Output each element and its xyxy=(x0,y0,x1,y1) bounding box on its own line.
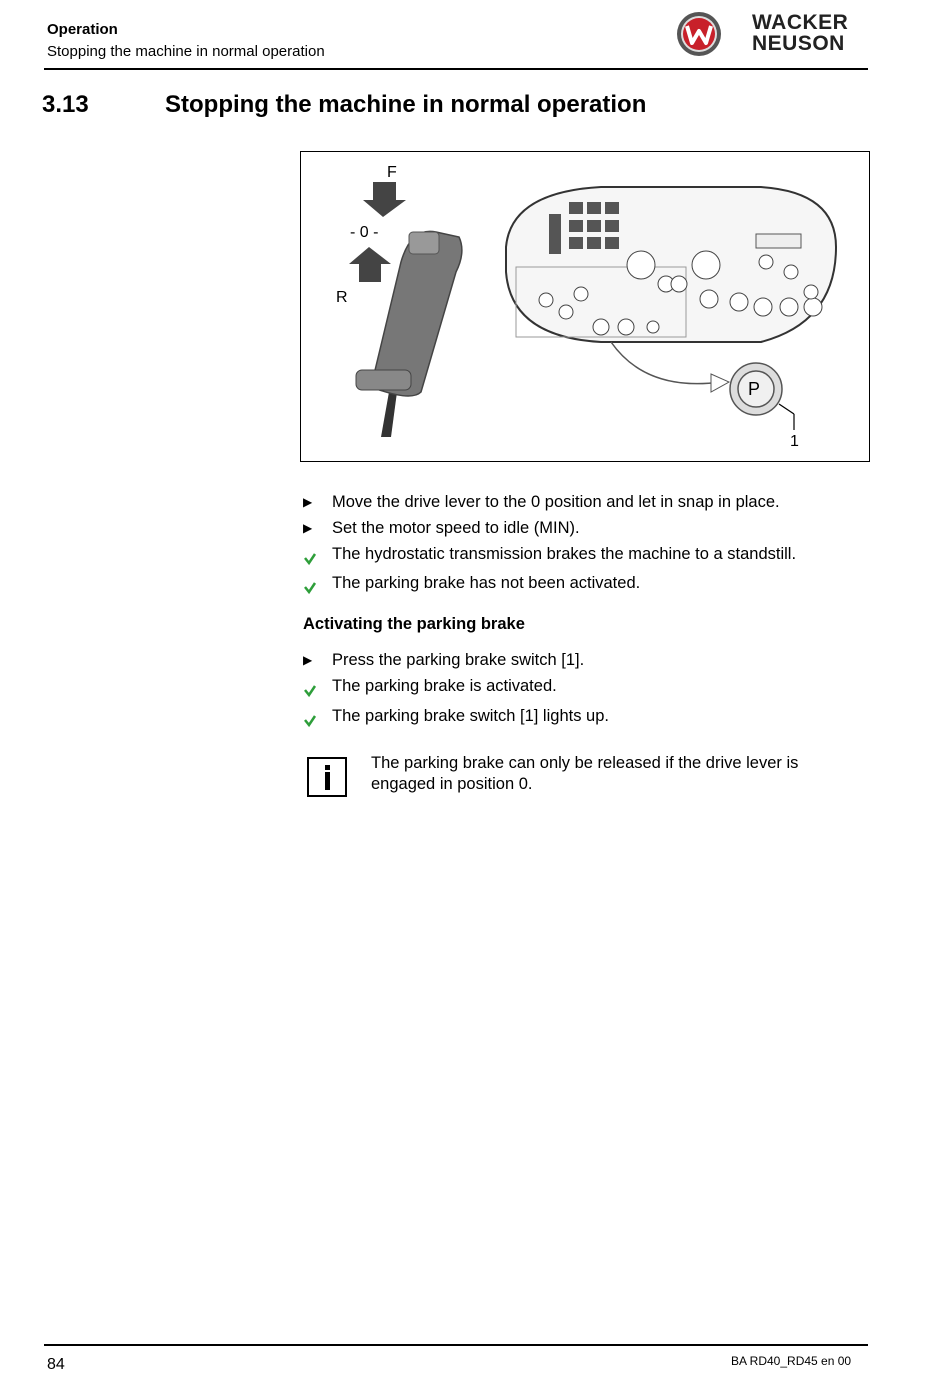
checkmark-icon xyxy=(304,553,317,566)
lever-shaft xyxy=(381,392,397,437)
action-step: ▶ Press the parking brake switch [1]. xyxy=(303,650,863,670)
checkmark-icon xyxy=(304,582,317,595)
wacker-neuson-logo-icon xyxy=(677,12,721,56)
step-text: The hydrostatic transmission brakes the … xyxy=(332,545,797,563)
action-triangle-icon: ▶ xyxy=(303,495,313,509)
section-title: Stopping the machine in normal operation xyxy=(165,91,647,118)
label-forward: F xyxy=(387,164,397,181)
brand-name: WACKER NEUSON xyxy=(752,12,848,54)
subheading-parking-brake: Activating the parking brake xyxy=(303,615,525,633)
brand-line-1: WACKER xyxy=(752,11,849,34)
step-text: Press the parking brake switch [1]. xyxy=(332,651,585,669)
result-step: The parking brake switch [1] lights up. xyxy=(303,706,863,728)
checkmark-icon xyxy=(304,715,317,728)
page-number: 84 xyxy=(47,1356,65,1373)
step-text: The parking brake switch [1] lights up. xyxy=(332,707,609,725)
header-section: Operation xyxy=(47,21,118,38)
label-neutral: - 0 - xyxy=(350,224,379,241)
result-step: The parking brake is activated. xyxy=(303,676,863,698)
action-triangle-icon: ▶ xyxy=(303,653,313,667)
info-icon xyxy=(307,757,347,797)
header-subtitle: Stopping the machine in normal operation xyxy=(47,43,325,60)
result-step: The hydrostatic transmission brakes the … xyxy=(303,544,863,566)
brand-line-2: NEUSON xyxy=(752,32,845,55)
checkmark-icon xyxy=(304,685,317,698)
document-id: BA RD40_RD45 en 00 xyxy=(731,1354,852,1368)
step-list-stopping: ▶ Move the drive lever to the 0 position… xyxy=(303,492,863,595)
footer-divider xyxy=(44,1344,868,1346)
forward-arrow-icon xyxy=(363,182,406,217)
reverse-arrow-icon xyxy=(349,247,391,282)
control-panel-icon xyxy=(505,186,838,343)
label-reverse: R xyxy=(336,289,348,306)
info-note: The parking brake can only be released i… xyxy=(371,754,799,793)
parking-symbol: P xyxy=(748,379,761,399)
action-step: ▶ Move the drive lever to the 0 position… xyxy=(303,492,863,512)
step-list-parking-brake: ▶ Press the parking brake switch [1]. Th… xyxy=(303,650,863,728)
result-step: The parking brake has not been activated… xyxy=(303,573,863,595)
step-text: Set the motor speed to idle (MIN). xyxy=(332,519,580,537)
figure-illustration xyxy=(349,182,838,437)
callout-number: 1 xyxy=(790,433,799,450)
figure-drive-lever-and-panel: F - 0 - R P 1 xyxy=(300,151,870,462)
action-step: ▶ Set the motor speed to idle (MIN). xyxy=(303,518,863,538)
step-text: The parking brake has not been activated… xyxy=(332,574,641,592)
header-divider xyxy=(44,68,868,70)
step-text: The parking brake is activated. xyxy=(332,677,557,695)
section-number: 3.13 xyxy=(42,91,89,118)
action-triangle-icon: ▶ xyxy=(303,521,313,535)
step-text: Move the drive lever to the 0 position a… xyxy=(332,493,780,511)
